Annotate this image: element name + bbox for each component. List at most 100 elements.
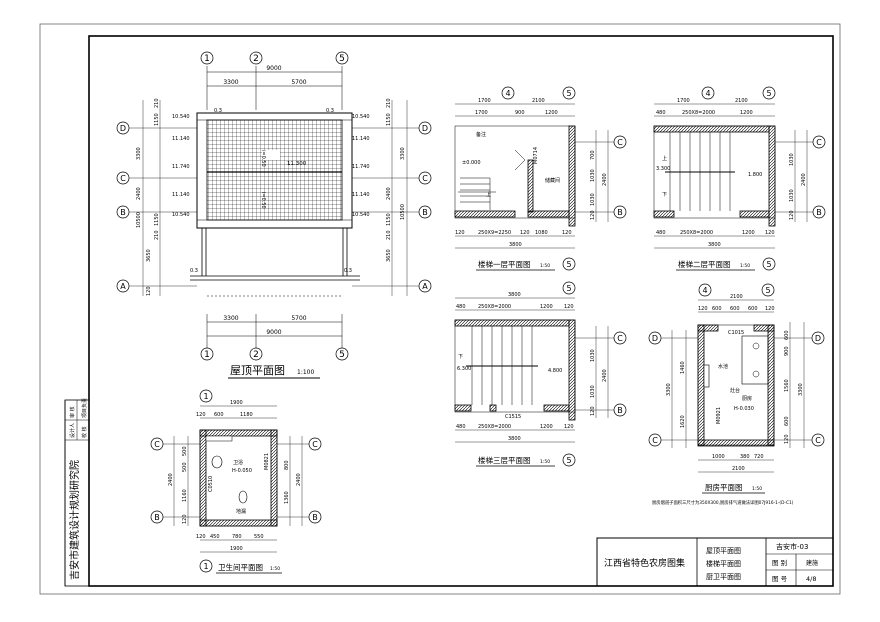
roof-elev-right-3: 11.740 (352, 164, 370, 170)
org-strip: 吉安市建筑设计规划研究院 设计人 审 核 校 核 项目负责 (64, 398, 90, 587)
kitchen-right-dim-1: 600 (784, 330, 790, 340)
bath-dim-top2-3: 1180 (240, 412, 253, 418)
stair1-label-up: 上 (486, 191, 491, 198)
roof-right-dim-6: 210 (386, 230, 392, 240)
role-1: 设计人 (69, 423, 76, 438)
stair1-dim-top2-b: 900 (515, 110, 525, 116)
roof-left-dim-7: 3650 (146, 249, 152, 262)
type-value: 建施 (806, 559, 818, 567)
stair2-label-down: 下 (662, 192, 667, 198)
kitchen-elev: H-0.030 (734, 406, 754, 412)
kitchen-dim-top2-5: 120 (765, 306, 775, 312)
roof-plan-title: 屋顶平面图 (230, 364, 285, 377)
stair1-axis-bottom: 5 (566, 260, 571, 269)
stair3-dim-bot-4: 120 (564, 424, 574, 430)
stair1-wall-right (568, 125, 576, 227)
kitchen-fixture-sink: 水池 (718, 363, 728, 370)
stair2-dim-bot-4: 120 (765, 230, 775, 236)
roof-dim-bot-a: 3300 (223, 315, 238, 322)
stair3-dim-bot-1: 480 (456, 424, 466, 430)
bath-left-dim-4: 120 (182, 514, 188, 524)
bathroom-plan: 1 1900 120 600 1180 卫浴 H-0.050 地漏 M0821 … (150, 389, 322, 574)
bath-scale: 1:50 (270, 566, 280, 572)
roof-left-total: 10500 (136, 212, 142, 228)
roof-right-dim-1: 210 (386, 98, 392, 108)
roof-slope-bottom: i=0.50 (260, 192, 266, 209)
kitchen-note: 厨房烟道子面积三尺寸为350X300,厨房排气道做法详图07J916-1-(D-… (652, 499, 794, 506)
project-name: 江西省特色农房图集 (604, 557, 685, 569)
kitchen-dim-top2-3: 600 (730, 306, 740, 312)
sheet-title-1: 屋顶平面图 (706, 547, 741, 555)
roof-elev-right-4: 11.140 (352, 192, 370, 198)
bath-axis-bottom: 1 (203, 562, 208, 571)
roof-slope-top: i=0.50 (260, 150, 266, 167)
label-type: 图 别 (772, 558, 787, 567)
kitchen-title: 厨房平面图 (705, 482, 743, 492)
stair1-elev: ±0.000 (462, 160, 481, 166)
bath-dim-bot-4: 550 (254, 534, 264, 540)
roof-axis-right-d: D (422, 124, 428, 133)
stair3-elev-a: 6.300 (457, 366, 471, 372)
title-block: 江西省特色农房图集 屋顶平面图 楼梯平面图 厨卫平面图 吉安市-03 图 别 建… (596, 537, 834, 587)
stair2-dim-top2-b: 250X8=2000 (682, 110, 715, 116)
stair2-axis-right-c: C (816, 138, 822, 147)
stair1-dim-total: 3800 (509, 242, 522, 248)
stair1-dim-top2-c: 1200 (545, 110, 558, 116)
stair3-dim-bot-3: 1200 (540, 424, 553, 430)
stair1-right-dim-4: 120 (590, 210, 596, 220)
bath-dim-top: 1900 (230, 400, 243, 406)
kitchen-axis-top-5: 5 (765, 286, 770, 295)
roof-offset-bl: 0.3 (190, 268, 198, 274)
roof-elev-left-1: 10.540 (172, 114, 190, 120)
kitchen-dim-bot-1: 1000 (712, 454, 725, 460)
stair2-dim-bot-1: 480 (656, 230, 666, 236)
kitchen-axis-left-d: D (652, 334, 658, 343)
bath-dim-bot-3: 780 (232, 534, 242, 540)
bath-right-dim-1: 800 (284, 460, 290, 470)
bath-dim-top2-1: 120 (196, 412, 206, 418)
kitchen-plan: 4 5 2100 120 600 600 600 120 C1015 水池 灶台… (648, 283, 825, 506)
stair3-dim-top: 3800 (508, 292, 521, 298)
roof-axis-top-3: 5 (339, 54, 345, 64)
bath-door: M0821 (264, 453, 270, 470)
stair3-axis-top: 5 (566, 284, 571, 293)
stair1-scale: 1:50 (540, 263, 550, 269)
stair1-dim-bot-3: 120 (520, 230, 530, 236)
bath-axis-right-b: B (312, 513, 318, 522)
stair2-right-dim-1: 1030 (789, 153, 795, 166)
org-name: 吉安市建筑设计规划研究院 (68, 460, 81, 580)
stair1-dim-bot-2: 250X9=2250 (478, 230, 511, 236)
roof-offset-tl: 0.3 (214, 108, 222, 114)
roof-left-dim-6: 210 (154, 230, 160, 240)
no-value: 4/8 (806, 575, 816, 583)
kitchen-axis-left-c: C (652, 436, 658, 445)
roof-center-elev: 11.300 (287, 161, 307, 167)
roof-plan: 1 2 5 9000 3300 5700 11.300 i=0.50 i=0.5… (116, 51, 432, 379)
stair2-title: 楼梯二层平面图 (678, 259, 731, 269)
bath-left-dim-1: 500 (182, 446, 188, 456)
roof-axis-bottom-1: 1 (204, 350, 210, 360)
stair3-dim-top2-c: 1200 (540, 304, 553, 310)
roof-left-dim-2: 1150 (154, 113, 160, 126)
bath-elev: H-0.050 (232, 468, 252, 474)
stair3-right-dim-2: 1030 (590, 385, 596, 398)
roof-right-dim-5: 1150 (386, 213, 392, 226)
stair3-scale: 1:50 (540, 459, 550, 465)
kitchen-fixture-stove: 灶台 (730, 387, 740, 394)
kitchen-right-dim-3: 1560 (784, 379, 790, 392)
stair1-axis-top-4: 4 (505, 89, 510, 98)
kitchen-dim-top2-1: 120 (698, 306, 708, 312)
stair1-dim-top-a: 1700 (478, 98, 491, 104)
stair2-elev-b: 1.800 (748, 172, 762, 178)
kitchen-right-dim-5: 120 (784, 434, 790, 444)
kitchen-dim-top2-2: 600 (712, 306, 722, 312)
bath-window: C0510 (208, 476, 214, 492)
roof-dim-top-a: 3300 (223, 79, 238, 86)
stair2-elev-a: 3.300 (656, 166, 670, 172)
stair3-axis-right-c: C (617, 334, 623, 343)
kitchen-right-dim-4: 600 (784, 416, 790, 426)
inner-frame (88, 35, 834, 587)
roof-left-dim-4: 2400 (136, 187, 142, 200)
stair3-title: 楼梯三层平面图 (478, 455, 531, 465)
